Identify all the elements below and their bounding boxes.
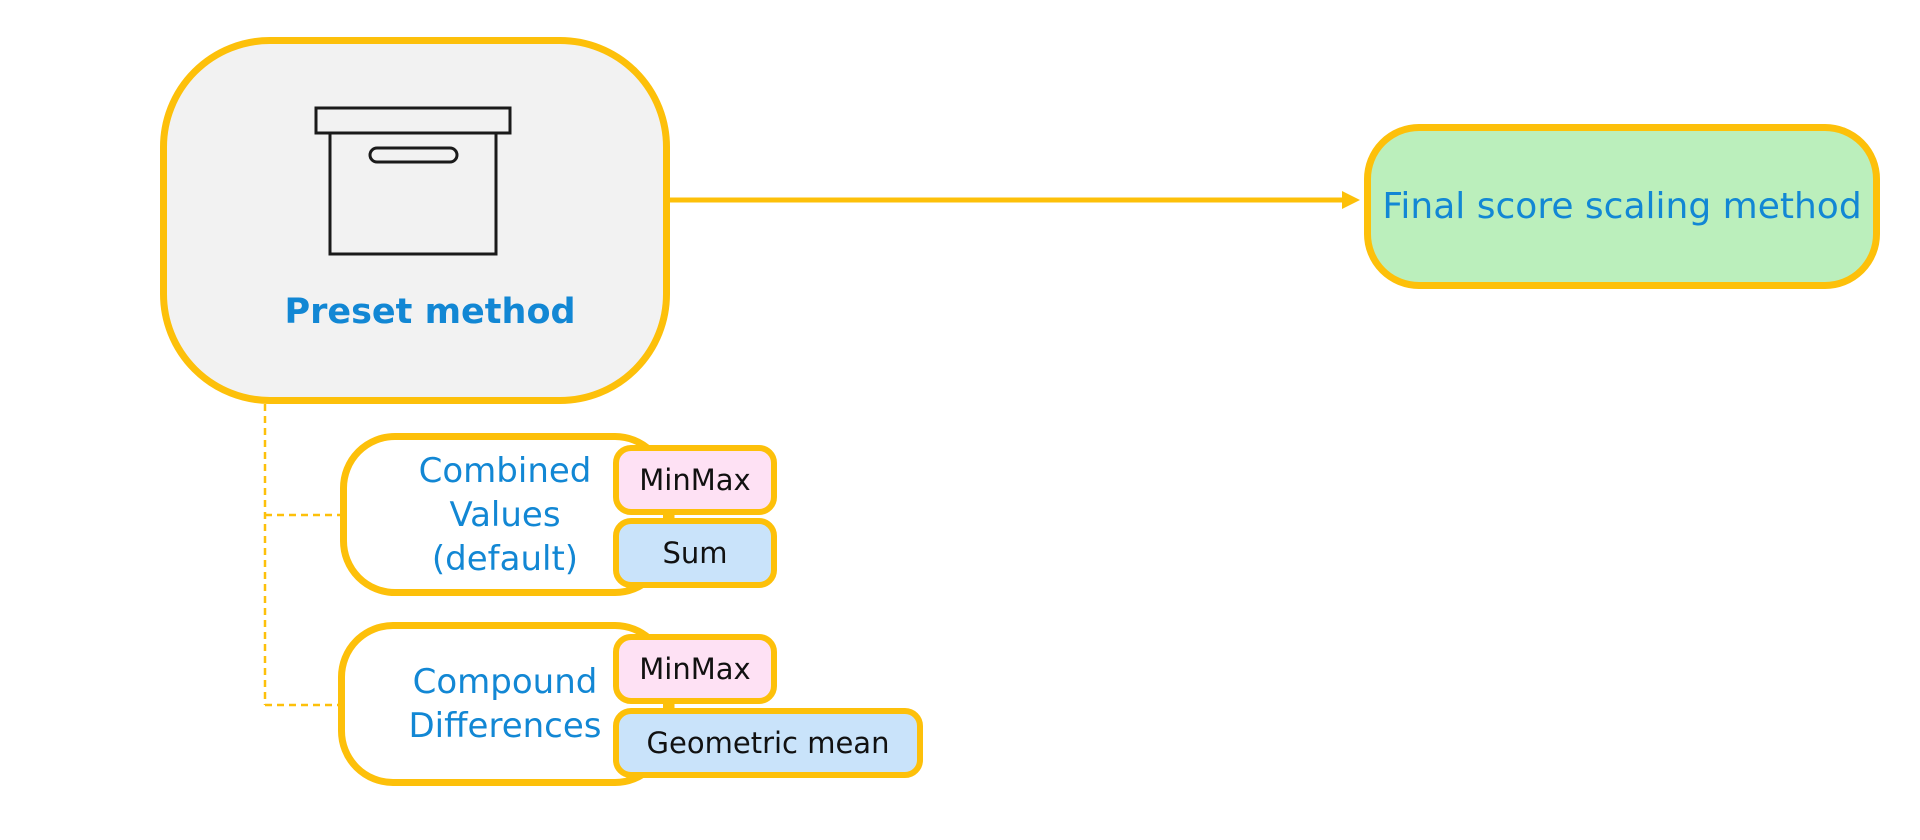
combined-values-line-1: Combined bbox=[418, 451, 592, 491]
final-score-scaling-node: Final score scaling method bbox=[1364, 124, 1880, 289]
preset-method-node bbox=[160, 37, 670, 404]
combined-minmax-pill: MinMax bbox=[613, 445, 777, 515]
flow-arrow-head bbox=[1342, 191, 1360, 209]
compound-minmax-pill: MinMax bbox=[613, 634, 777, 704]
combined-minmax-label: MinMax bbox=[639, 463, 751, 497]
final-score-scaling-label: Final score scaling method bbox=[1382, 186, 1862, 227]
combined-values-label: Combined Values (default) bbox=[360, 440, 650, 590]
compound-differences-label: Compound Differences bbox=[360, 630, 650, 778]
compound-geometric-mean-label: Geometric mean bbox=[646, 726, 890, 760]
compound-differences-line-1: Compound bbox=[412, 662, 598, 702]
tree-connector-dashed bbox=[263, 404, 346, 707]
compound-minmax-label: MinMax bbox=[639, 652, 751, 686]
combined-values-line-2: Values bbox=[449, 495, 561, 535]
archive-box-icon bbox=[314, 106, 512, 256]
compound-geometric-mean-pill: Geometric mean bbox=[613, 708, 923, 778]
compound-differences-line-2: Differences bbox=[408, 706, 602, 746]
preset-method-label: Preset method bbox=[284, 292, 576, 332]
combined-sum-label: Sum bbox=[662, 536, 728, 570]
combined-sum-pill: Sum bbox=[613, 518, 777, 588]
combined-values-line-3: (default) bbox=[431, 539, 579, 579]
